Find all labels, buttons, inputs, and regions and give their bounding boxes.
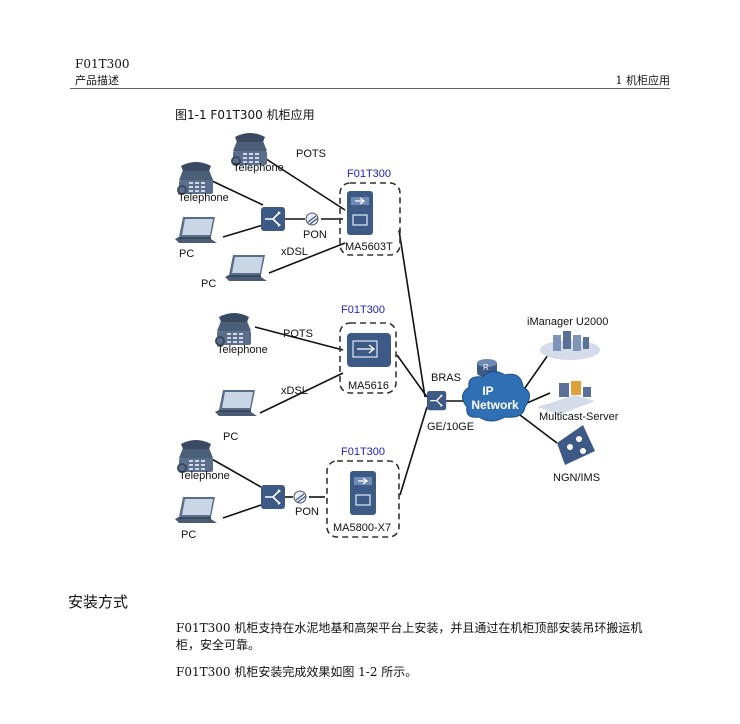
telephone-icon xyxy=(215,312,252,346)
label-pc: PC xyxy=(179,248,194,260)
header-chapter: 1 机柜应用 xyxy=(615,74,671,87)
header-model: F01T300 xyxy=(75,57,130,71)
section-title: 安装方式 xyxy=(68,593,129,611)
connection-lines xyxy=(209,154,558,519)
label-pc: PC xyxy=(223,431,238,443)
label-bras: BRAS xyxy=(431,372,461,384)
label-cabinet: F01T300 xyxy=(341,446,385,458)
pon-icon xyxy=(293,490,307,504)
label-multicast: Multicast-Server xyxy=(539,411,619,423)
label-xdsl: xDSL xyxy=(281,246,308,258)
label-cabinet: F01T300 xyxy=(341,304,385,316)
label-pots: POTS xyxy=(296,148,326,160)
laptop-icon xyxy=(225,255,267,281)
label-device: MA5616 xyxy=(348,380,389,392)
server-icon xyxy=(540,331,600,360)
pon-icon xyxy=(305,212,319,226)
server-icon xyxy=(557,425,595,465)
laptop-icon xyxy=(175,217,217,243)
cabinet-frame-1 xyxy=(339,182,401,256)
label-pc: PC xyxy=(181,529,196,541)
olt-icon xyxy=(349,470,377,516)
label-imanager: iManager U2000 xyxy=(527,316,608,328)
label-router: R xyxy=(483,363,489,372)
header-doc-name: 产品描述 xyxy=(75,74,119,87)
paragraph-1: F01T300 机柜支持在水泥地基和高架平台上安装，并且通过在机柜顶部安装吊环搬… xyxy=(176,621,643,652)
cloud-icon xyxy=(462,371,530,422)
server-icon xyxy=(537,381,595,415)
bras-icon xyxy=(426,390,447,411)
cabinet-frame-3 xyxy=(326,460,400,538)
label-telephone: Telephone xyxy=(178,192,229,204)
splitter-icon xyxy=(260,206,286,232)
label-telephone: Telephone xyxy=(179,470,230,482)
telephone-icon xyxy=(177,161,214,195)
label-pc: PC xyxy=(201,278,216,290)
label-pon: PON xyxy=(303,229,327,241)
label-telephone: Telephone xyxy=(217,344,268,356)
paragraph-2: F01T300 机柜安装完成效果如图 1-2 所示。 xyxy=(176,665,418,679)
label-xdsl: xDSL xyxy=(281,385,308,397)
label-ip: IP xyxy=(482,384,493,398)
label-cabinet: F01T300 xyxy=(347,168,391,180)
figure-caption: 图1-1 F01T300 机柜应用 xyxy=(175,108,315,122)
splitter-icon xyxy=(260,484,286,510)
olt-icon xyxy=(346,190,374,236)
network-diagram: POTS Telephone Telephone PON PC xDSL PC … xyxy=(175,132,619,541)
label-ge: GE/10GE xyxy=(427,421,474,433)
cabinet-frame-2 xyxy=(339,322,397,394)
telephone-icon xyxy=(231,132,268,166)
olt-icon xyxy=(347,333,391,367)
label-device: MA5603T xyxy=(345,241,393,253)
label-ngn: NGN/IMS xyxy=(553,472,600,484)
label-pots: POTS xyxy=(283,328,313,340)
label-device: MA5800-X7 xyxy=(333,522,391,534)
laptop-icon xyxy=(175,497,217,523)
label-network: Network xyxy=(471,398,519,412)
label-telephone: Telephone xyxy=(233,162,284,174)
laptop-icon xyxy=(215,390,257,416)
header-divider xyxy=(70,88,670,89)
telephone-icon xyxy=(177,439,214,473)
label-pon: PON xyxy=(295,506,319,518)
